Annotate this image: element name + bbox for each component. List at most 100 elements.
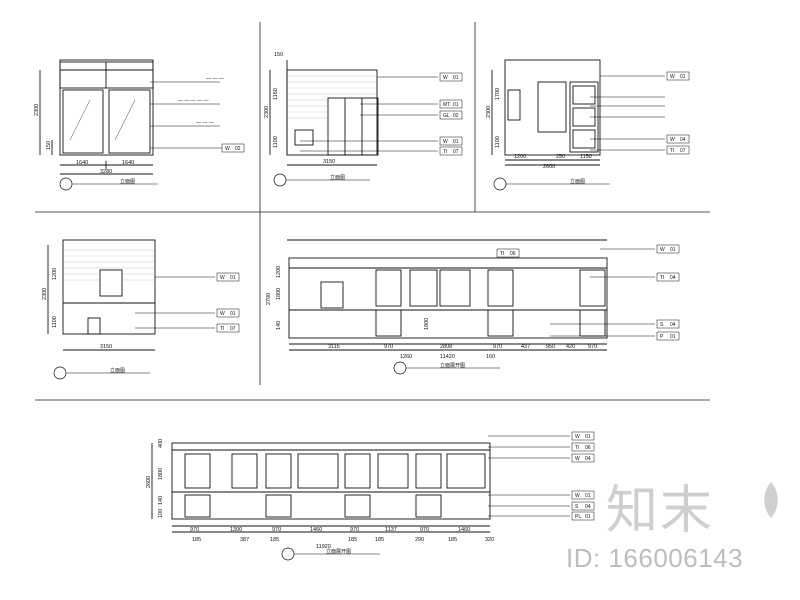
v3-height-seg-2: 1100 <box>495 136 501 148</box>
v2-height-seg-1: 1160 <box>273 88 279 100</box>
v6-tag5-num: 04 <box>585 504 591 510</box>
v4-tile-pattern <box>64 249 154 281</box>
v5-height-seg-2: 1800 <box>276 288 282 300</box>
v2-tag3-num: 02 <box>453 113 459 119</box>
svg-text:420: 420 <box>566 344 575 350</box>
v3-width-seg-1: 1200 <box>514 154 526 160</box>
svg-text:11920: 11920 <box>316 544 331 550</box>
v1-height-seg: 150 <box>46 141 52 150</box>
v6-tag6-num: 01 <box>585 514 591 520</box>
svg-text:290: 290 <box>415 537 424 543</box>
v5-top-tag-code: TI <box>500 251 504 257</box>
v2-tag1-code: W <box>443 75 448 81</box>
v5-height-seg-1: 1200 <box>276 266 282 278</box>
v3-width-overall: 2600 <box>543 164 555 170</box>
v1-height-overall: 2300 <box>34 104 40 116</box>
v2-tile-pattern <box>288 75 376 119</box>
svg-text:11420: 11420 <box>440 354 455 360</box>
svg-text:437: 437 <box>521 344 530 350</box>
v5-tag2-code: TI <box>660 275 664 281</box>
v2-width-overall: 3150 <box>323 159 335 165</box>
v4-height-seg-1: 1200 <box>52 268 58 280</box>
svg-text:1460: 1460 <box>310 527 322 533</box>
v6-height-seg-2: 1800 <box>158 468 164 480</box>
watermark-leaf-icon <box>764 482 778 518</box>
v4-height-seg-2: 1100 <box>52 316 58 328</box>
v3-tag3-num: 07 <box>680 148 686 154</box>
svg-text:2808: 2808 <box>440 344 452 350</box>
v3-tag1-code: W <box>670 74 675 80</box>
v3-height-overall: 2300 <box>486 106 492 118</box>
v6-tag3-num: 04 <box>585 456 591 462</box>
v4-height-overall: 2300 <box>42 288 48 300</box>
v5-tag3-code: S <box>660 322 664 328</box>
elevation-view-2: W 01 MT 01 GL 02 W 01 TI 07 150 2300 116… <box>264 52 463 187</box>
svg-text:970: 970 <box>493 344 502 350</box>
v2-top-dim: 150 <box>274 52 283 58</box>
v5-top-tag-num: 06 <box>510 251 516 257</box>
v2-tag1-num: 01 <box>453 75 459 81</box>
v1-tag-num: 02 <box>235 146 241 152</box>
v4-tag3-num: 07 <box>230 326 236 332</box>
v5-bottom-dims: 3115 970 2808 970 437 950 420 970 1260 1… <box>328 344 597 360</box>
v2-tag3-code: GL <box>443 113 450 119</box>
svg-text:387: 387 <box>240 537 249 543</box>
v5-title: 立面展开图 <box>440 362 465 369</box>
v6-tag4-code: W <box>575 493 580 499</box>
v6-tag1-num: 01 <box>585 434 591 440</box>
svg-text:185: 185 <box>448 537 457 543</box>
elevation-view-1: — — — — — — — — — — — W 02 2300 150 1640… <box>34 59 245 191</box>
v1-tag-code: W <box>225 146 230 152</box>
v3-width-seg-3: 1150 <box>580 154 592 160</box>
v6-tag6-code: PL <box>575 514 581 520</box>
v5-tag4-code: P <box>660 334 664 340</box>
v1-width-seg-2: 1640 <box>122 160 134 166</box>
svg-text:1460: 1460 <box>458 527 470 533</box>
v5-tag1-code: W <box>660 247 665 253</box>
svg-text:185: 185 <box>348 537 357 543</box>
v1-label-c: — — — <box>196 120 214 126</box>
svg-text:3115: 3115 <box>328 344 340 350</box>
v6-tag3-code: W <box>575 456 580 462</box>
v6-tag5-code: S <box>575 504 579 510</box>
v6-height-seg-3: 140 <box>158 496 164 505</box>
v5-tag2-num: 04 <box>670 275 676 281</box>
v2-tag2-num: 01 <box>453 102 459 108</box>
v6-tag1-code: W <box>575 434 580 440</box>
v4-tag2-code: W <box>220 311 225 317</box>
v3-tag2-code: W <box>670 137 675 143</box>
v6-bottom-dims: 970 1300 970 1460 970 1137 970 1460 185 … <box>190 527 494 550</box>
svg-text:320: 320 <box>485 537 494 543</box>
v3-title: 立面图 <box>570 178 585 185</box>
svg-text:970: 970 <box>420 527 429 533</box>
v6-title: 立面展开图 <box>326 548 351 555</box>
v2-height-overall: 2300 <box>264 106 270 118</box>
v1-label-a: — — — <box>206 76 224 82</box>
svg-text:185: 185 <box>270 537 279 543</box>
v5-tag1-num: 01 <box>670 247 676 253</box>
v1-title: 立面图 <box>120 178 135 185</box>
v3-width-seg-2: 250 <box>556 154 565 160</box>
v3-tag1-num: 01 <box>680 74 686 80</box>
v4-width-overall: 3150 <box>100 344 112 350</box>
v3-tag3-code: TI <box>670 148 674 154</box>
v2-height-seg-2: 1100 <box>273 136 279 148</box>
svg-text:1300: 1300 <box>230 527 242 533</box>
v6-tag2-num: 06 <box>585 445 591 451</box>
v5-height-overall: 2700 <box>266 293 272 305</box>
v6-height-seg-4: 100 <box>158 509 164 518</box>
v1-width-overall: 3280 <box>100 169 112 175</box>
v5-tag3-num: 04 <box>670 322 676 328</box>
v6-height-seg-1: 400 <box>158 439 164 448</box>
v2-tag4-num: 01 <box>453 139 459 145</box>
sheet-grid-lines <box>35 22 710 401</box>
elevation-view-3: W 01 W 04 TI 07 2300 1700 1100 1200 250 … <box>486 59 690 191</box>
v4-title: 立面图 <box>110 367 125 374</box>
elevation-view-4: W 01 W 01 TI 07 2300 1200 1100 3150 立面图 <box>42 239 240 380</box>
v4-tag2-num: 01 <box>230 311 236 317</box>
svg-text:970: 970 <box>588 344 597 350</box>
v1-width-seg-1: 1640 <box>76 160 88 166</box>
elevation-view-6: W 01 TI 06 W 04 W 01 S 04 PL 01 2600 400… <box>146 431 595 561</box>
svg-text:970: 970 <box>190 527 199 533</box>
